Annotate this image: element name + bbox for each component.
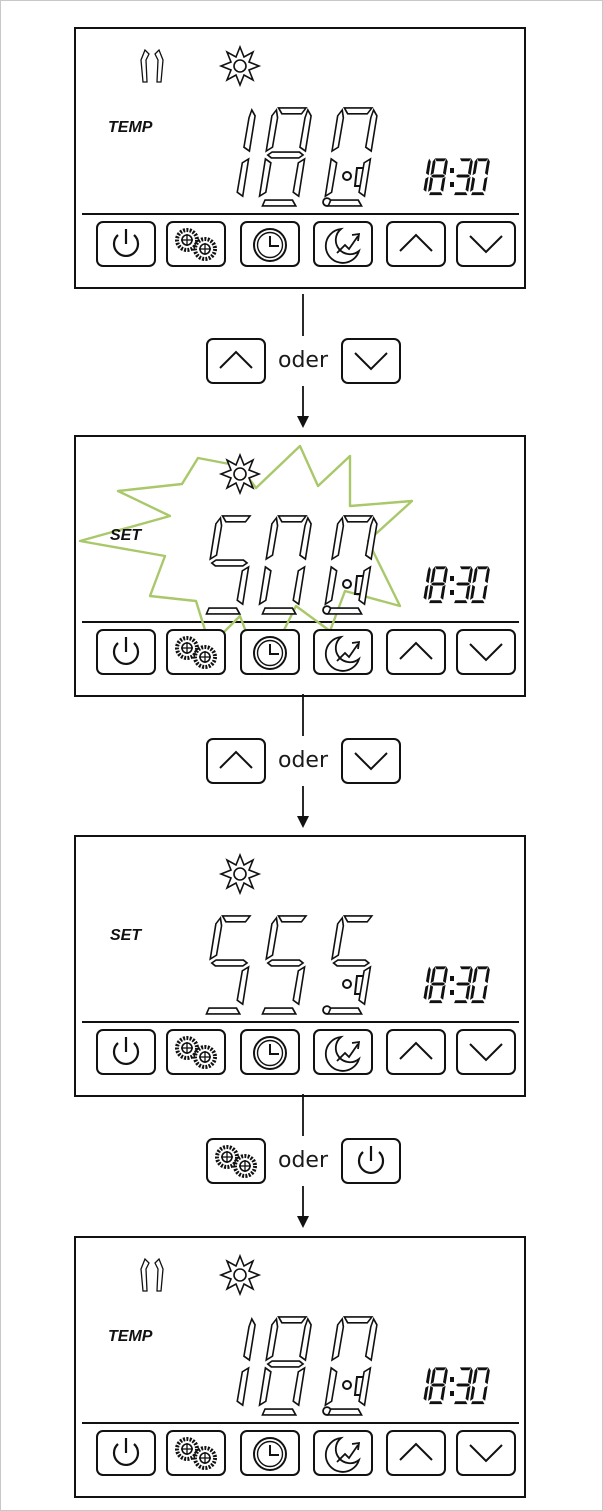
display-button-arrow-down[interactable] bbox=[456, 221, 516, 267]
mode-label: TEMP bbox=[108, 119, 153, 136]
mode-label: TEMP bbox=[108, 1328, 153, 1345]
display-button-gears[interactable] bbox=[166, 221, 226, 267]
display-button-clock[interactable] bbox=[240, 1029, 300, 1075]
celsius-unit bbox=[342, 575, 365, 595]
celsius-unit bbox=[342, 1376, 365, 1396]
arrow-down-head bbox=[297, 816, 309, 828]
sun-icon bbox=[220, 1255, 260, 1295]
transition-connector: oder bbox=[278, 294, 329, 428]
connector-word: oder bbox=[278, 1148, 329, 1173]
display-button-arrow-down[interactable] bbox=[456, 1029, 516, 1075]
temperature-readout bbox=[205, 515, 379, 615]
display-button-moon-trend[interactable] bbox=[313, 221, 373, 267]
transition-connector: oder bbox=[278, 1094, 329, 1228]
arrow-down-head bbox=[297, 1216, 309, 1228]
display-button-power[interactable] bbox=[96, 629, 156, 675]
celsius-unit bbox=[342, 167, 365, 187]
display-button-arrow-down[interactable] bbox=[456, 1430, 516, 1476]
temperature-readout bbox=[236, 107, 379, 207]
display-button-arrow-down[interactable] bbox=[456, 629, 516, 675]
display-button-power[interactable] bbox=[96, 221, 156, 267]
connector-button-arrow-up bbox=[206, 738, 266, 784]
display-button-gears[interactable] bbox=[166, 1430, 226, 1476]
display-button-moon-trend[interactable] bbox=[313, 1430, 373, 1476]
temperature-readout bbox=[205, 915, 373, 1015]
connector-word: oder bbox=[278, 748, 329, 773]
display-button-power[interactable] bbox=[96, 1029, 156, 1075]
clock-time bbox=[423, 566, 491, 604]
connector-button-arrow-up bbox=[206, 338, 266, 384]
sun-icon bbox=[220, 854, 260, 894]
display-button-clock[interactable] bbox=[240, 1430, 300, 1476]
connector-button-arrow-down bbox=[341, 338, 401, 384]
celsius-unit bbox=[342, 975, 365, 995]
display-button-moon-trend[interactable] bbox=[313, 629, 373, 675]
display-button-clock[interactable] bbox=[240, 221, 300, 267]
sun-icon bbox=[220, 46, 260, 86]
mode-label: SET bbox=[110, 927, 142, 944]
connector-button-arrow-down bbox=[341, 738, 401, 784]
temperature-readout bbox=[236, 1316, 379, 1416]
display-button-clock[interactable] bbox=[240, 629, 300, 675]
connector-word: oder bbox=[278, 348, 329, 373]
sun-icon bbox=[220, 454, 260, 494]
display-button-arrow-up[interactable] bbox=[386, 221, 446, 267]
display-button-arrow-up[interactable] bbox=[386, 1029, 446, 1075]
display-button-gears[interactable] bbox=[166, 629, 226, 675]
display-button-arrow-up[interactable] bbox=[386, 629, 446, 675]
display-button-arrow-up[interactable] bbox=[386, 1430, 446, 1476]
connector-button-gears bbox=[206, 1138, 266, 1184]
clock-time bbox=[423, 966, 491, 1004]
display-button-moon-trend[interactable] bbox=[313, 1029, 373, 1075]
arrow-down-head bbox=[297, 416, 309, 428]
clock-time bbox=[423, 158, 491, 196]
transition-connector: oder bbox=[278, 694, 329, 828]
connector-button-power bbox=[341, 1138, 401, 1184]
clock-time bbox=[423, 1367, 491, 1405]
mode-label: SET bbox=[110, 527, 142, 544]
display-button-gears[interactable] bbox=[166, 1029, 226, 1075]
display-button-power[interactable] bbox=[96, 1430, 156, 1476]
